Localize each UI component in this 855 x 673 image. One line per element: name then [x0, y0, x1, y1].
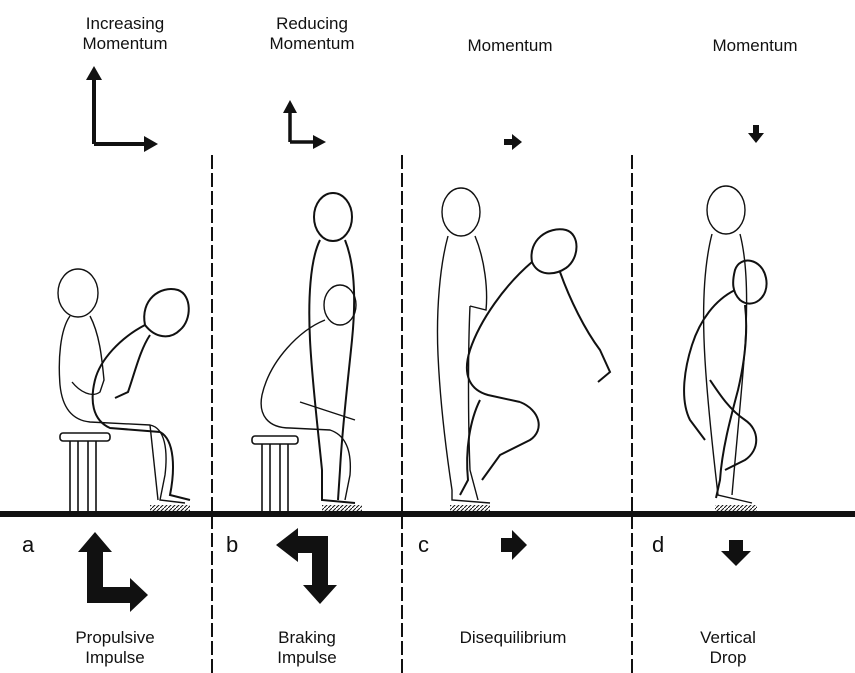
panel-a-title: Increasing Momentum	[35, 14, 215, 54]
bold-left-and-down-arrow-icon	[276, 528, 337, 604]
small-right-arrow-icon	[504, 134, 522, 150]
panel-a-letter: a	[22, 533, 34, 557]
floor-hatch-a	[150, 505, 190, 511]
small-up-and-right-arrow-icon	[283, 100, 326, 149]
panel-d-caption: Vertical Drop	[638, 628, 818, 668]
panel-b-letter: b	[226, 533, 238, 557]
panel-d-title: Momentum	[665, 36, 845, 56]
seated-figure-a	[58, 269, 185, 503]
panel-c-caption: Disequilibrium	[423, 628, 603, 648]
floor-hatch-c	[450, 505, 490, 511]
bold-down-arrow-icon	[721, 540, 751, 566]
panel-c-letter: c	[418, 533, 429, 557]
stool-b	[252, 436, 298, 511]
standing-figure-b	[309, 193, 355, 503]
floor-hatch-d	[715, 505, 757, 511]
bold-right-arrow-icon	[501, 530, 527, 560]
up-and-right-arrow-icon	[86, 66, 158, 152]
bold-up-and-right-arrow-icon	[78, 532, 148, 612]
panel-b-title: Reducing Momentum	[222, 14, 402, 54]
stool-a	[60, 433, 110, 511]
floor-line	[0, 511, 855, 517]
small-down-arrow-icon	[748, 125, 764, 143]
standing-figure-c	[437, 188, 490, 503]
stepping-figure-c	[460, 229, 610, 495]
leaning-figure-a	[93, 289, 190, 500]
panel-b-caption: Braking Impulse	[217, 628, 397, 668]
falling-figure-d	[684, 261, 767, 498]
panel-d-letter: d	[652, 533, 664, 557]
panel-a-caption: Propulsive Impulse	[25, 628, 205, 668]
panel-c-title: Momentum	[420, 36, 600, 56]
floor-hatch-b	[322, 505, 362, 511]
